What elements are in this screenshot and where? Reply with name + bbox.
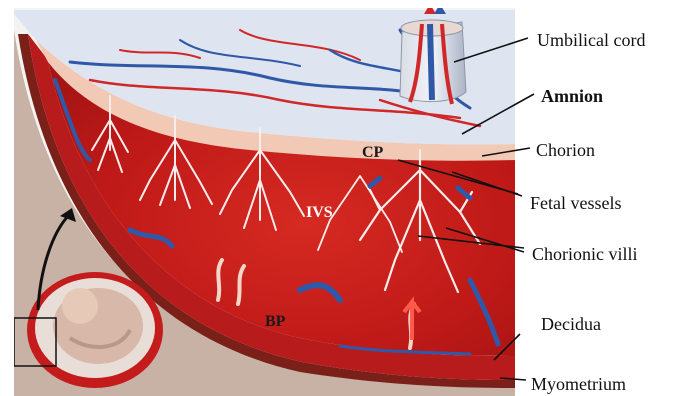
decidua-label: Decidua [541, 314, 601, 334]
amnion-label: Amnion [541, 86, 603, 106]
chorion-label: Chorion [536, 140, 595, 160]
fetal-vessels-label: Fetal vessels [530, 193, 622, 213]
bp-label: BP [265, 313, 285, 331]
umbilical-cord-label: Umbilical cord [537, 30, 645, 50]
chorionic-villi-label: Chorionic villi [532, 244, 638, 264]
ivs-label: IVS [306, 204, 333, 222]
myometrium-label: Myometrium [531, 374, 626, 394]
placenta-illustration [14, 4, 515, 396]
cp-label: CP [362, 144, 383, 162]
